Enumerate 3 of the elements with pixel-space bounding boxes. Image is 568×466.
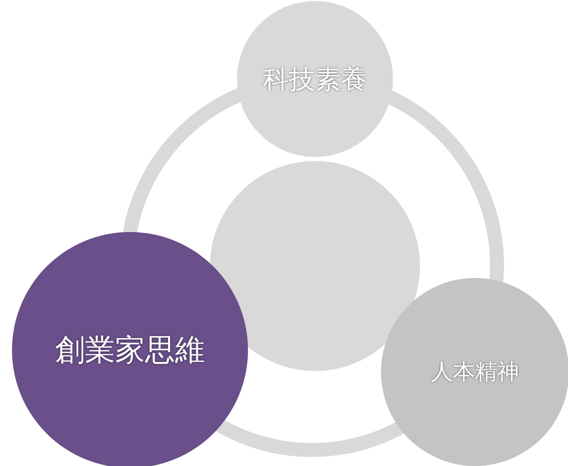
circle-label: 創業家思維 <box>55 332 205 370</box>
circle-label: 科技素養 <box>263 64 367 96</box>
circle-label: 人本精神 <box>431 359 519 387</box>
